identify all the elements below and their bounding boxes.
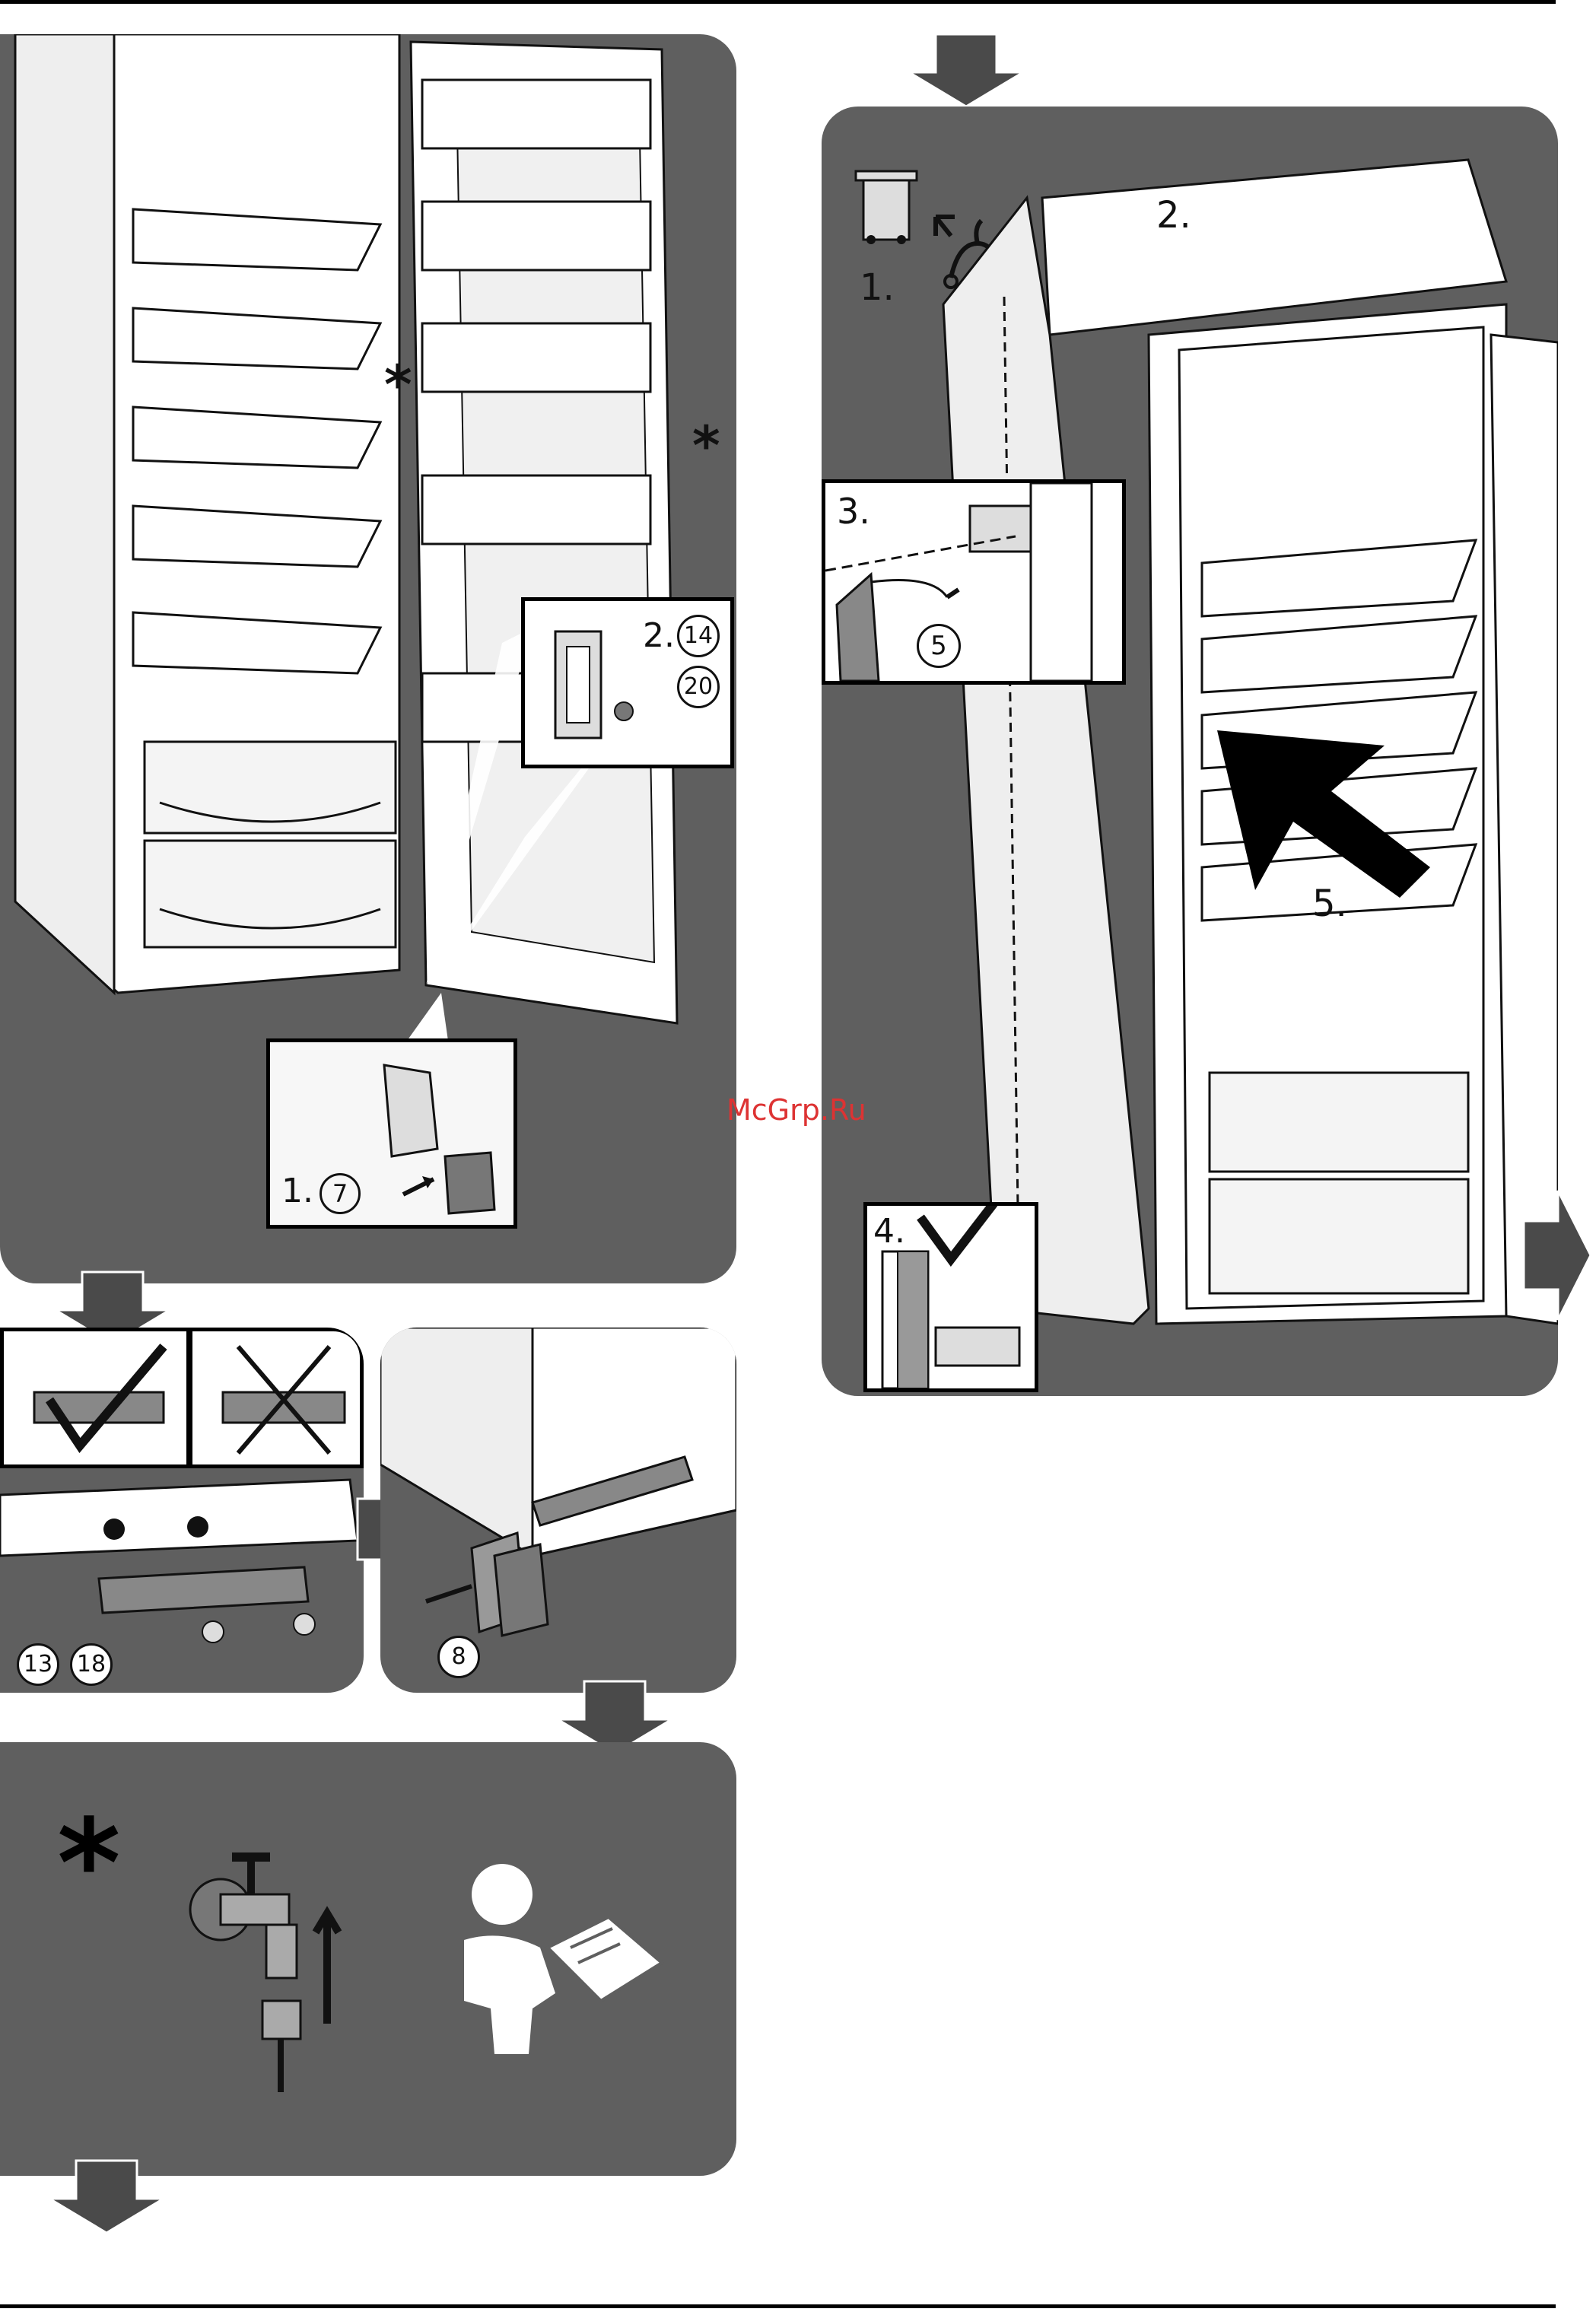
asterisk-mark-a: *	[384, 354, 412, 416]
right-arrow-icon	[1524, 1191, 1592, 1320]
asterisk-mark: *	[57, 1803, 121, 1925]
inset-step3-seal: 3. 5	[822, 479, 1126, 685]
step2-label: 2.	[1156, 194, 1191, 237]
checkmark-icon	[4, 1331, 186, 1464]
step4-label: 4.	[873, 1212, 905, 1251]
inset-step4-check: 4.	[863, 1202, 1038, 1392]
step5-label: 5.	[1312, 883, 1347, 925]
panel-cover-fitting: 8	[380, 1328, 736, 1693]
inset-incorrect-orientation	[189, 1328, 364, 1468]
part-number-18: 18	[70, 1643, 113, 1686]
step3-label: 3.	[837, 491, 870, 532]
inset-step1-hinge-cover: 1. 7	[266, 1038, 517, 1229]
down-arrow-icon	[905, 34, 1027, 110]
panel-water-connection: *	[0, 1742, 736, 2176]
step2-label: 2.	[643, 616, 675, 655]
bottom-rule	[0, 2304, 1556, 2308]
inset-correct-orientation	[0, 1328, 190, 1468]
hinge-bracket-icon	[540, 624, 647, 753]
part-number-8: 8	[437, 1636, 480, 1678]
inset-step2-hinge-screw: 2. 14 20	[521, 597, 734, 768]
cross-icon	[192, 1331, 360, 1464]
part-number-5: 5	[917, 624, 961, 668]
asterisk-mark-b: *	[692, 415, 720, 477]
part-number-13: 13	[17, 1643, 59, 1686]
part-number-14: 14	[677, 615, 720, 657]
water-tap-icon	[175, 1849, 327, 2100]
cover-fitting-illustration	[380, 1328, 736, 1693]
top-rule	[0, 0, 1556, 4]
step1-label: 1.	[281, 1172, 313, 1210]
panel-door-removal: * * 2. 14 20 1. 7	[0, 34, 736, 1283]
panel-installation-niche: 1. 2. 5. 3.	[822, 107, 1558, 1396]
down-arrow-icon	[46, 2161, 167, 2237]
read-manual-icon	[456, 1856, 669, 2085]
watermark-text: McGrp.Ru	[726, 1093, 866, 1127]
panel-bracket-mounting: 13 18	[0, 1328, 364, 1693]
part-number-20: 20	[677, 666, 720, 708]
part-number-7: 7	[320, 1173, 361, 1214]
